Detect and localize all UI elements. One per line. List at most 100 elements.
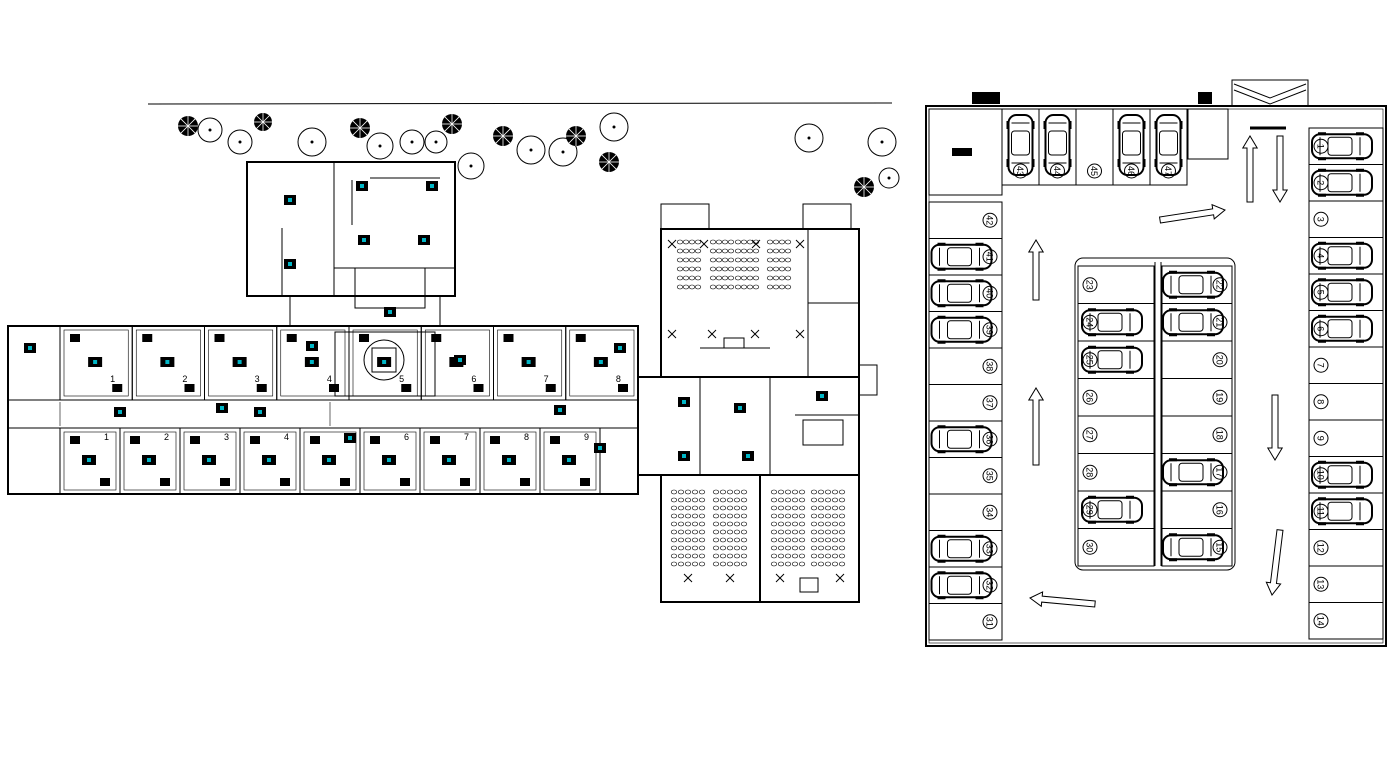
north-wing	[246, 161, 456, 309]
tree	[366, 132, 394, 160]
seat	[838, 545, 846, 551]
parking-stall: 21	[1161, 303, 1233, 342]
seat	[810, 489, 818, 495]
seat	[777, 521, 785, 527]
seat	[838, 513, 846, 519]
equipment-marker	[384, 307, 396, 317]
parking-stall: 29	[1077, 490, 1155, 529]
stall-number: 33	[985, 544, 995, 554]
stall-number: 21	[1215, 317, 1225, 327]
seat	[670, 497, 678, 503]
seat	[784, 497, 792, 503]
seat	[784, 521, 792, 527]
parking-stall: 44	[1038, 108, 1077, 186]
seat	[817, 505, 825, 511]
seat	[740, 257, 748, 263]
seat	[733, 553, 741, 559]
parking-stall: 35	[928, 457, 1003, 495]
seat	[734, 248, 742, 254]
seat	[810, 529, 818, 535]
seat	[721, 275, 729, 281]
stall-number: 1	[1316, 144, 1326, 149]
car-icon	[1162, 458, 1224, 487]
equipment-marker	[734, 403, 746, 413]
seat	[733, 545, 741, 551]
seat	[733, 497, 741, 503]
seat	[726, 545, 734, 551]
fixture-cross	[725, 573, 735, 583]
seat	[798, 537, 806, 543]
seat	[766, 266, 774, 272]
seat	[777, 553, 785, 559]
tree	[457, 152, 485, 180]
seat	[766, 275, 774, 281]
seat	[733, 529, 741, 535]
seat	[727, 257, 735, 263]
parking-stall: 36	[928, 420, 1003, 458]
tree	[350, 118, 370, 138]
seat	[694, 248, 702, 254]
seat	[752, 257, 760, 263]
seat	[831, 521, 839, 527]
entry-gate	[1231, 79, 1309, 107]
seat	[682, 239, 690, 245]
seat	[817, 489, 825, 495]
seat	[719, 561, 727, 567]
stall-number: 47	[1163, 166, 1173, 176]
seat	[684, 561, 692, 567]
ward-room: 3	[179, 427, 241, 495]
seat	[733, 489, 741, 495]
traffic-arrows	[1027, 135, 1289, 608]
parking-stall: 38	[928, 347, 1003, 385]
seat	[691, 561, 699, 567]
tree	[599, 112, 629, 142]
seat	[721, 257, 729, 263]
seat	[726, 529, 734, 535]
seat	[715, 284, 723, 290]
seat	[817, 561, 825, 567]
seat	[740, 275, 748, 281]
seat	[746, 275, 754, 281]
seat	[709, 275, 717, 281]
seat	[684, 497, 692, 503]
parking-stall: 43	[1001, 108, 1040, 186]
seat	[721, 248, 729, 254]
seat	[798, 505, 806, 511]
parking-stall: 47	[1149, 108, 1188, 186]
seat	[676, 239, 684, 245]
stall-number: 15	[1215, 542, 1225, 552]
seat	[817, 537, 825, 543]
stall-number: 10	[1316, 470, 1326, 480]
room-number: 7	[464, 432, 469, 442]
seat	[777, 505, 785, 511]
tree	[254, 113, 272, 131]
seat	[791, 513, 799, 519]
stall-number: 38	[985, 361, 995, 371]
seat	[746, 266, 754, 272]
seat	[752, 248, 760, 254]
stall-number: 23	[1085, 280, 1095, 290]
fixture-cross	[795, 329, 805, 339]
seat	[715, 248, 723, 254]
seat	[824, 553, 832, 559]
seat	[691, 521, 699, 527]
parking-stall: 42	[928, 201, 1003, 239]
seat	[677, 513, 685, 519]
seat	[684, 545, 692, 551]
seat	[770, 553, 778, 559]
tree	[794, 123, 824, 153]
parking-stall: 20	[1161, 340, 1233, 379]
direction-arrow	[1241, 135, 1259, 203]
ward-room: 9	[539, 427, 601, 495]
equipment-markers	[24, 181, 845, 583]
seat	[746, 239, 754, 245]
seat	[740, 537, 748, 543]
seat	[798, 513, 806, 519]
car-icon	[1311, 132, 1373, 161]
equipment-marker	[344, 433, 356, 443]
car-icon	[1043, 114, 1072, 176]
seat	[684, 553, 692, 559]
seat	[831, 537, 839, 543]
